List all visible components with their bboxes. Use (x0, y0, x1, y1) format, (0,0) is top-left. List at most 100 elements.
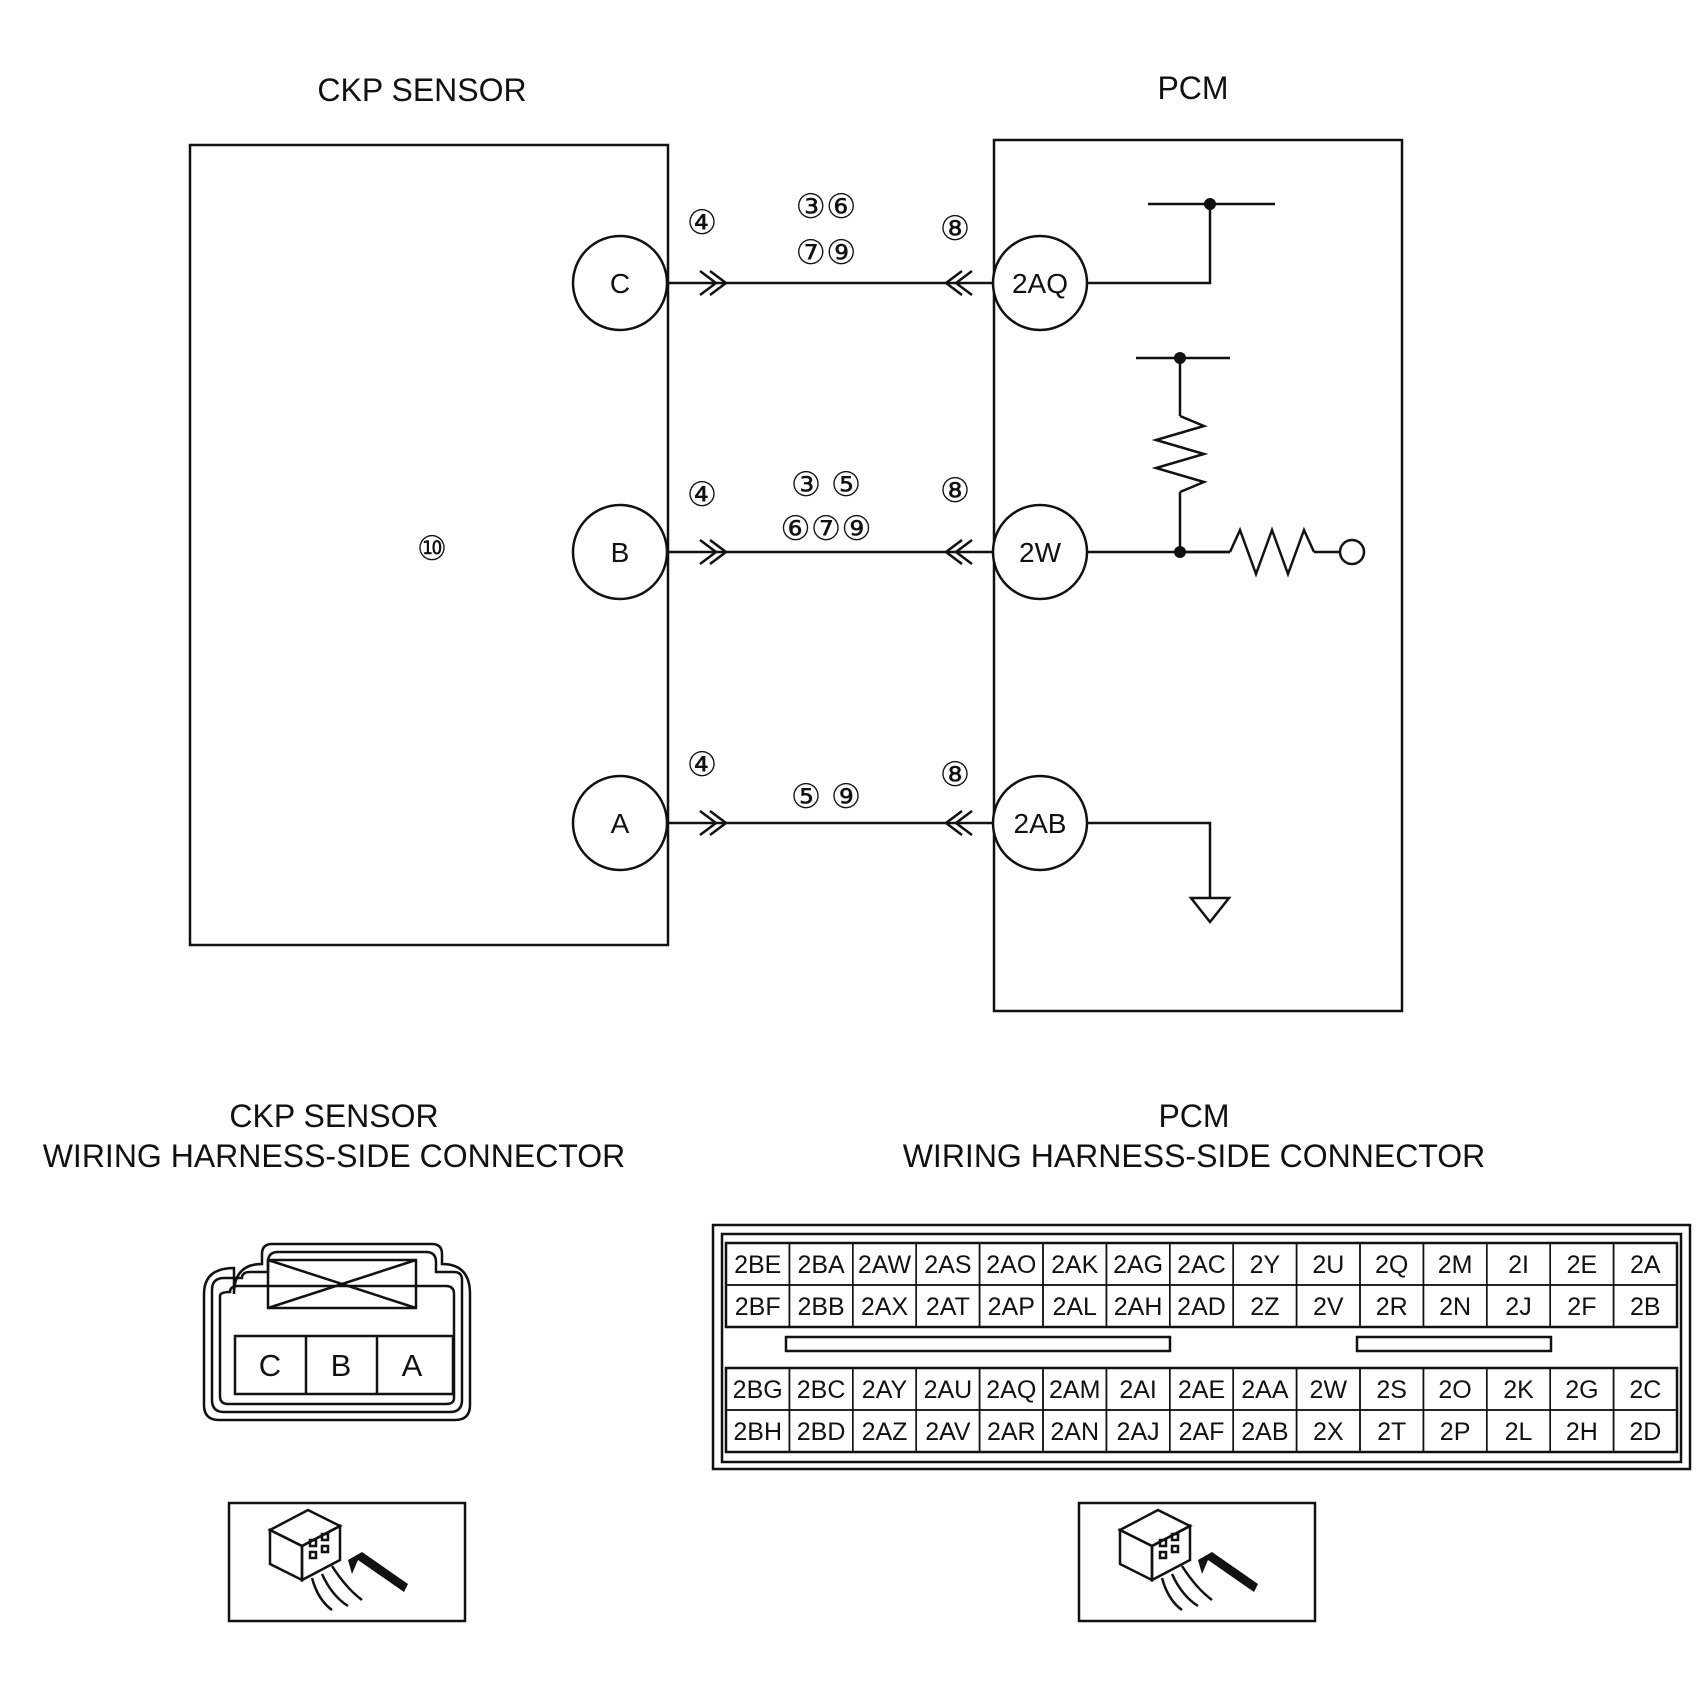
pcm-connector-cell: 2BF (735, 1293, 781, 1321)
pcm-connector-cell: 2U (1312, 1251, 1344, 1279)
pcm-internal-circuit (1087, 202, 1366, 925)
ckp-connector-cell-c: C (259, 1348, 281, 1383)
pcm-connector-cell: 2T (1377, 1418, 1406, 1446)
pcm-connector-cell: 2AG (1113, 1251, 1163, 1279)
pcm-connector-cell: 2S (1376, 1376, 1407, 1404)
pcm-connector-cell: 2E (1567, 1251, 1598, 1279)
pcm-connector-cell: 2V (1313, 1293, 1344, 1321)
pcm-connector-cell: 2Z (1250, 1293, 1279, 1321)
connector-arrow-b-sensor (699, 539, 719, 565)
pcm-connector-cell: 2AI (1119, 1376, 1157, 1404)
pcm-connector-cell: 2F (1567, 1293, 1596, 1321)
ckp-sensor-title: CKP SENSOR (317, 72, 526, 108)
step-marker-sensor-body: ⑩ (417, 530, 447, 568)
connector-arrow-c-sensor (699, 270, 719, 296)
ckp-connector-cell-b: B (331, 1348, 352, 1383)
pcm-pin-2w: 2W (991, 503, 1089, 601)
pcm-connector-cell: 2AR (987, 1418, 1036, 1446)
pcm-connector-cell: 2D (1629, 1418, 1661, 1446)
pcm-connector-cell: 2AB (1241, 1418, 1288, 1446)
pcm-connector-cell: 2M (1438, 1251, 1473, 1279)
pcm-box (992, 138, 1404, 1013)
pcm-connector-cell: 2AK (1051, 1251, 1099, 1279)
sensor-pin-c: C (571, 234, 669, 332)
pcm-connector-cell: 2BE (734, 1251, 781, 1279)
pcm-2ab-trace (1087, 821, 1212, 898)
pcm-connector-cell: 2X (1313, 1418, 1344, 1446)
pcm-connector-cell: 2H (1566, 1418, 1598, 1446)
pcm-connector-cell: 2J (1505, 1293, 1531, 1321)
step-marker-b-mid-1: ③ ⑤ (791, 466, 861, 504)
pullup-resistor-symbol (1151, 414, 1209, 494)
pcm-connector-cell: 2AD (1177, 1293, 1226, 1321)
pcm-pin-2aq: 2AQ (991, 234, 1089, 332)
pcm-connector-cell: 2AC (1177, 1251, 1226, 1279)
pcm-connector-title-line2: WIRING HARNESS-SIDE CONNECTOR (903, 1138, 1486, 1174)
pcm-connector-title-line1: PCM (1158, 1098, 1229, 1134)
pcm-connector-cell: 2BH (733, 1418, 782, 1446)
pcm-pin-2aq-label: 2AQ (1012, 268, 1068, 299)
pcm-connector-cell: 2K (1503, 1376, 1534, 1404)
pcm-connector-cell: 2P (1440, 1418, 1471, 1446)
pcm-connector-cell: 2AZ (862, 1418, 908, 1446)
junction-dots (1174, 198, 1216, 558)
pcm-connector-cell: 2AS (924, 1251, 971, 1279)
pcm-connector-cell: 2AM (1049, 1376, 1100, 1404)
connector-symbols (699, 270, 973, 836)
pcm-connector-cell: 2BB (797, 1293, 844, 1321)
pcm-connector-cell: 2AO (986, 1251, 1036, 1279)
pcm-connector-face (711, 1223, 1692, 1471)
step-marker-b-sensor: ④ (687, 476, 717, 514)
pcm-connector-key-slot-right (1355, 1335, 1553, 1353)
pcm-connector-cell: 2AV (925, 1418, 971, 1446)
pcm-connector-cell: 2O (1438, 1376, 1471, 1404)
step-marker-a-pcm: ⑧ (940, 756, 970, 794)
ckp-connector-lock-tab (266, 1258, 418, 1310)
pcm-connector-cell: 2AX (861, 1293, 909, 1321)
pcm-connector-cell: 2AY (862, 1376, 908, 1404)
pcm-connector-cell: 2BC (797, 1376, 846, 1404)
pcm-connector-cell: 2N (1439, 1293, 1471, 1321)
ckp-sensor-box (188, 143, 670, 947)
pcm-connector-key-slot-left (784, 1335, 1172, 1353)
pcm-connector-cell: 2A (1630, 1251, 1661, 1279)
ground-symbol (1188, 896, 1232, 925)
pcm-connector-cell: 2BG (733, 1376, 783, 1404)
step-marker-b-pcm: ⑧ (940, 472, 970, 510)
pcm-connector-cell: 2C (1629, 1376, 1661, 1404)
ckp-connector-cell-a: A (402, 1348, 423, 1383)
step-marker-a-mid: ⑤ ⑨ (791, 778, 861, 816)
step-marker-c-mid-1: ③⑥ (796, 188, 857, 226)
step-marker-a-sensor: ④ (687, 746, 717, 784)
step-marker-c-sensor: ④ (687, 204, 717, 242)
pcm-connector-cell: 2B (1630, 1293, 1661, 1321)
pcm-connector-cell: 2AP (988, 1293, 1035, 1321)
pcm-connector-cell-frame (1612, 1409, 1678, 1453)
terminal-circle (1338, 538, 1366, 566)
pcm-view-direction-icon (1077, 1501, 1317, 1623)
pcm-connector-cell: 2W (1310, 1376, 1348, 1404)
pcm-connector-cell: 2AT (926, 1293, 970, 1321)
sensor-pin-a: A (571, 774, 669, 872)
pcm-connector-cell-frame (1612, 1284, 1678, 1328)
connector-arrow-c-pcm (943, 270, 963, 296)
pcm-connector-cell: 2AF (1179, 1418, 1225, 1446)
sensor-pin-b-label: B (611, 537, 630, 568)
pcm-connector-cell: 2AJ (1117, 1418, 1160, 1446)
ckp-view-direction-icon (227, 1501, 467, 1623)
sensor-pin-a-label: A (611, 808, 630, 839)
pcm-connector-cell: 2BD (797, 1418, 846, 1446)
pcm-connector-cell: 2AN (1050, 1418, 1099, 1446)
step-marker-c-mid-2: ⑦⑨ (796, 234, 857, 272)
pcm-connector-outer-shell (711, 1223, 1692, 1471)
pcm-connector-cell: 2R (1376, 1293, 1408, 1321)
series-resistor-symbol (1228, 526, 1316, 578)
pcm-connector-cell: 2AQ (986, 1376, 1036, 1404)
pcm-pin-2ab-label: 2AB (1014, 808, 1067, 839)
pcm-connector-cell: 2Y (1250, 1251, 1281, 1279)
pcm-connector-cell: 2AL (1052, 1293, 1097, 1321)
pcm-connector-cell: 2AU (924, 1376, 973, 1404)
